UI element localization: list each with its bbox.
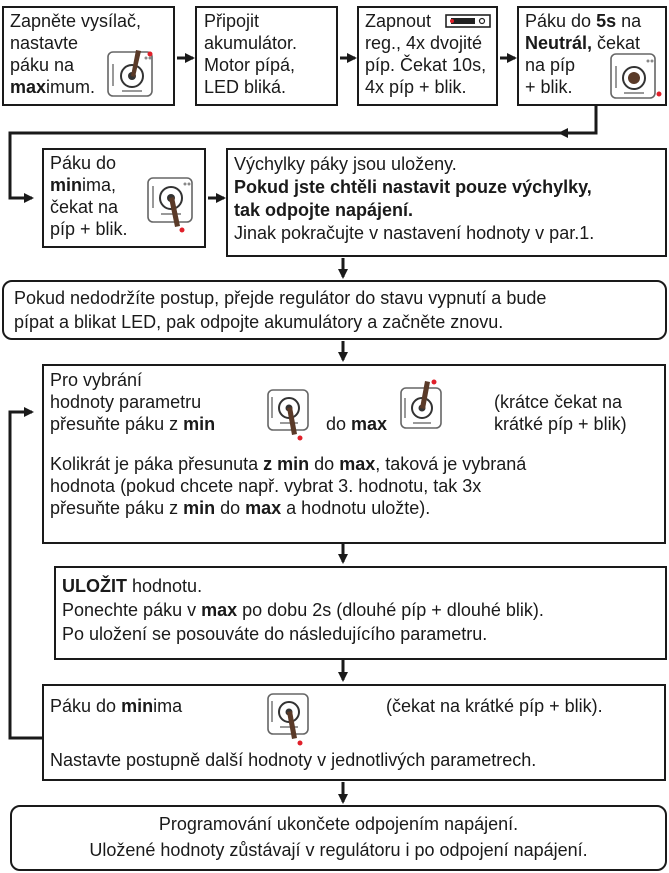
step3-line1: Zapnout bbox=[365, 11, 432, 31]
note-line2: pípat a blikat LED, pak odpojte akumulát… bbox=[14, 312, 504, 332]
step6-line4: Jinak pokračujte v nastavení hodnoty v p… bbox=[234, 223, 595, 243]
save-value-box: ULOŽIT hodnotu. Ponechte páku v max po d… bbox=[54, 566, 667, 660]
step-2-box: Připojit akumulátor. Motor pípá, LED bli… bbox=[195, 6, 338, 106]
min-step-box: Páku do minima (čekat na krátké píp + bl… bbox=[42, 684, 666, 781]
select-to-max: do max bbox=[326, 414, 388, 434]
select-line2: hodnoty parametru bbox=[50, 392, 202, 412]
select-para3: přesuňte páku z min do max a hodnotu ulo… bbox=[50, 498, 431, 518]
step4-line2: Neutrál, čekat bbox=[525, 33, 641, 53]
step3-line2: reg., 4x dvojité bbox=[365, 33, 483, 53]
step4-line3: na píp bbox=[525, 55, 576, 75]
step6-line1: Výchylky páky jsou uloženy. bbox=[234, 154, 457, 174]
step2-line4: LED bliká. bbox=[204, 77, 287, 97]
loop-back-wire bbox=[8, 407, 42, 740]
step-5-box: Páku do minima, čekat na píp + blik. bbox=[42, 148, 206, 248]
step-4-box: Páku do 5s na Neutrál, čekat na píp + bl… bbox=[517, 6, 667, 106]
transmitter-stick-min-icon bbox=[147, 177, 193, 233]
step3-line4: 4x píp + blik. bbox=[365, 77, 467, 97]
end-box: Programování ukončete odpojením napájení… bbox=[10, 805, 667, 871]
transmitter-stick-min-icon bbox=[267, 693, 309, 746]
select-para1: Kolikrát je páka přesunuta z min do max,… bbox=[50, 454, 527, 474]
warning-note-box: Pokud nedodržíte postup, přejde reguláto… bbox=[2, 280, 667, 340]
end-line1: Programování ukončete odpojením napájení… bbox=[158, 814, 519, 834]
step2-line2: akumulátor. bbox=[204, 33, 298, 53]
step-1-box: Zapněte vysílač, nastavte páku na maximu… bbox=[2, 6, 175, 106]
select-wait2: krátké píp + blik) bbox=[494, 414, 627, 434]
step5-line2: minima, bbox=[50, 175, 117, 195]
step-3-box: Zapnout reg., 4x dvojité píp. Čekat 10s,… bbox=[357, 6, 498, 106]
step4-line1: Páku do 5s na bbox=[525, 11, 642, 31]
min-next: Nastavte postupně další hodnoty v jednot… bbox=[50, 750, 537, 770]
save-line3: Po uložení se posouváte do následujícího… bbox=[62, 624, 488, 644]
select-line3: přesuňte páku z min bbox=[50, 414, 216, 434]
step1-line2: nastavte bbox=[10, 33, 79, 53]
select-line1: Pro vybrání bbox=[50, 370, 143, 390]
end-line2: Uložené hodnoty zůstávají v regulátoru i… bbox=[89, 840, 588, 860]
transmitter-stick-neutral-icon bbox=[610, 53, 662, 99]
step1-line1: Zapněte vysílač, bbox=[10, 11, 142, 31]
step2-line1: Připojit bbox=[204, 11, 260, 31]
min-line: Páku do minima bbox=[50, 696, 183, 716]
step-6-box: Výchylky páky jsou uloženy. Pokud jste c… bbox=[226, 148, 667, 257]
step5-line4: píp + blik. bbox=[50, 219, 128, 239]
step1-line4: maximum. bbox=[10, 77, 96, 97]
step5-line3: čekat na bbox=[50, 197, 119, 217]
step1-line3: páku na bbox=[10, 55, 75, 75]
step5-line1: Páku do bbox=[50, 153, 117, 173]
step3-line3: píp. Čekat 10s, bbox=[365, 55, 487, 75]
transmitter-stick-max-icon bbox=[400, 379, 442, 429]
step4-line4: + blik. bbox=[525, 77, 573, 97]
wire-4-down bbox=[585, 104, 598, 135]
save-line1: ULOŽIT hodnotu. bbox=[62, 576, 203, 596]
transmitter-stick-max-icon bbox=[107, 50, 153, 97]
wire-to-step5 bbox=[8, 131, 560, 203]
select-value-box: Pro vybrání hodnoty parametru přesuňte p… bbox=[42, 364, 666, 544]
select-para2: hodnota (pokud chcete např. vybrat 3. ho… bbox=[50, 476, 482, 496]
step6-line3: tak odpojte napájení. bbox=[234, 200, 414, 220]
transmitter-stick-min-icon bbox=[267, 389, 309, 441]
step6-line2: Pokud jste chtěli nastavit pouze výchylk… bbox=[234, 177, 592, 197]
save-line2: Ponechte páku v max po dobu 2s (dlouhé p… bbox=[62, 600, 544, 620]
select-wait1: (krátce čekat na bbox=[494, 392, 623, 412]
min-wait: (čekat na krátké píp + blik). bbox=[386, 696, 603, 716]
switch-icon bbox=[445, 14, 491, 28]
step2-line3: Motor pípá, bbox=[204, 55, 296, 75]
note-line1: Pokud nedodržíte postup, přejde reguláto… bbox=[14, 288, 547, 308]
